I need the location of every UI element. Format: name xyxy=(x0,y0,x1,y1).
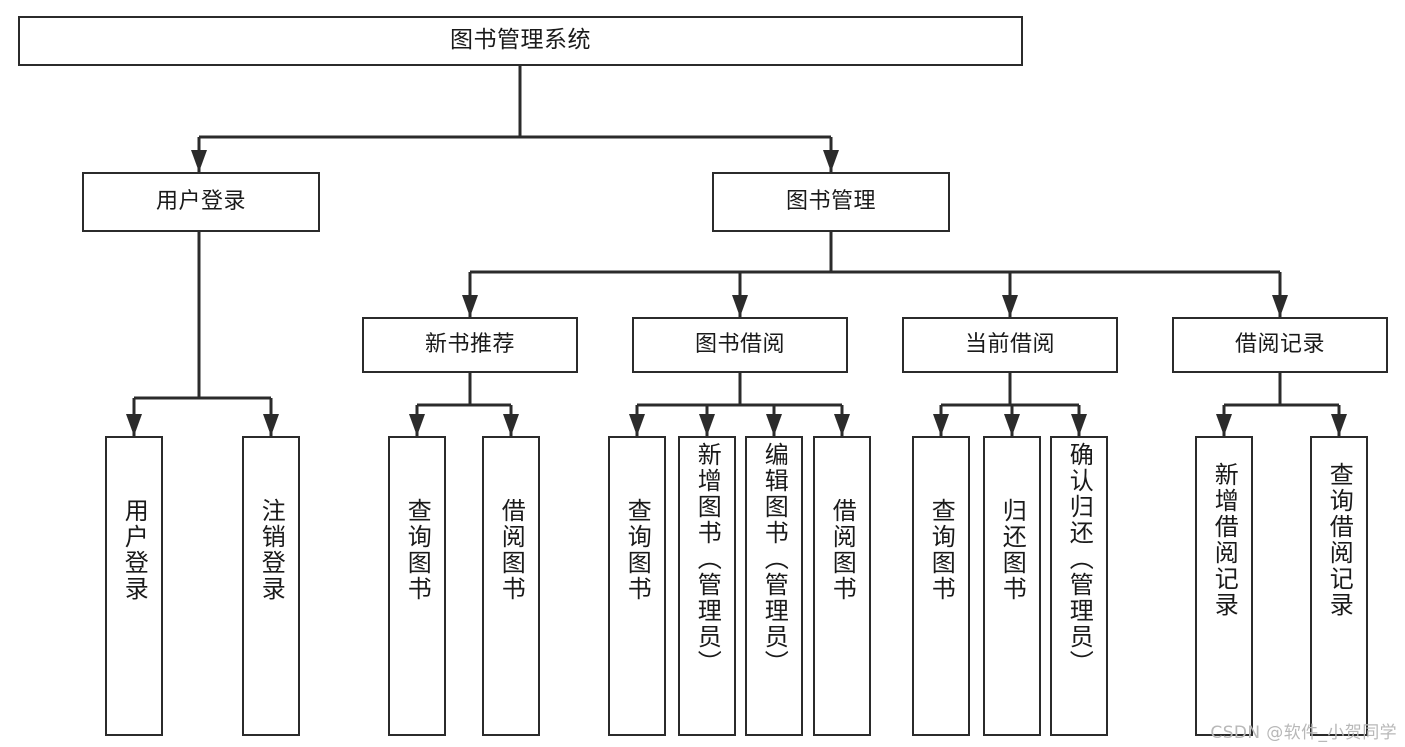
node-l6: 新增图书（管理员） xyxy=(678,436,736,736)
node-label: 借阅图书 xyxy=(828,498,857,602)
node-n1: 用户登录 xyxy=(82,172,320,232)
node-label: 新书推荐 xyxy=(424,332,515,358)
node-label: 编辑图书（管理员） xyxy=(760,442,789,676)
node-l10: 归还图书 xyxy=(983,436,1041,736)
node-label: 用户登录 xyxy=(120,498,149,602)
arrowhead-icon xyxy=(409,414,425,436)
node-n4: 图书借阅 xyxy=(632,317,848,373)
watermark-text: CSDN @软件_小贺同学 xyxy=(1210,723,1397,743)
node-l9: 查询图书 xyxy=(912,436,970,736)
arrowhead-icon xyxy=(699,414,715,436)
arrowhead-icon xyxy=(462,295,478,317)
node-label: 图书管理系统 xyxy=(450,27,591,54)
arrowhead-icon xyxy=(503,414,519,436)
arrowhead-icon xyxy=(766,414,782,436)
arrowhead-icon xyxy=(1002,295,1018,317)
node-n6: 借阅记录 xyxy=(1172,317,1388,373)
arrowhead-icon xyxy=(263,414,279,436)
arrowhead-icon xyxy=(834,414,850,436)
node-l5: 查询图书 xyxy=(608,436,666,736)
node-l7: 编辑图书（管理员） xyxy=(745,436,803,736)
arrowhead-icon xyxy=(933,414,949,436)
node-n2: 图书管理 xyxy=(712,172,950,232)
node-l11: 确认归还（管理员） xyxy=(1050,436,1108,736)
node-label: 确认归还（管理员） xyxy=(1065,442,1094,676)
node-label: 查询图书 xyxy=(623,498,652,602)
node-label: 查询图书 xyxy=(403,498,432,602)
node-root: 图书管理系统 xyxy=(18,16,1023,66)
node-l13: 查询借阅记录 xyxy=(1310,436,1368,736)
arrowhead-icon xyxy=(732,295,748,317)
node-label: 新增借阅记录 xyxy=(1210,462,1239,618)
arrowhead-icon xyxy=(629,414,645,436)
arrowhead-icon xyxy=(823,150,839,172)
arrowhead-icon xyxy=(1331,414,1347,436)
node-l2: 注销登录 xyxy=(242,436,300,736)
node-label: 注销登录 xyxy=(257,498,286,602)
node-l8: 借阅图书 xyxy=(813,436,871,736)
node-n3: 新书推荐 xyxy=(362,317,578,373)
node-label: 新增图书（管理员） xyxy=(693,442,722,676)
arrowhead-icon xyxy=(1071,414,1087,436)
node-label: 图书管理 xyxy=(785,189,876,215)
node-l12: 新增借阅记录 xyxy=(1195,436,1253,736)
node-l3: 查询图书 xyxy=(388,436,446,736)
arrowhead-icon xyxy=(1004,414,1020,436)
arrowhead-icon xyxy=(126,414,142,436)
node-label: 借阅图书 xyxy=(497,498,526,602)
node-label: 归还图书 xyxy=(998,498,1027,602)
node-label: 当前借阅 xyxy=(964,332,1055,358)
node-label: 查询图书 xyxy=(927,498,956,602)
node-label: 图书借阅 xyxy=(694,332,785,358)
node-label: 借阅记录 xyxy=(1234,332,1325,358)
node-label: 用户登录 xyxy=(155,189,246,215)
arrowhead-icon xyxy=(1272,295,1288,317)
node-n5: 当前借阅 xyxy=(902,317,1118,373)
arrowhead-icon xyxy=(1216,414,1232,436)
node-l1: 用户登录 xyxy=(105,436,163,736)
node-l4: 借阅图书 xyxy=(482,436,540,736)
node-label: 查询借阅记录 xyxy=(1325,462,1354,618)
arrowhead-icon xyxy=(191,150,207,172)
